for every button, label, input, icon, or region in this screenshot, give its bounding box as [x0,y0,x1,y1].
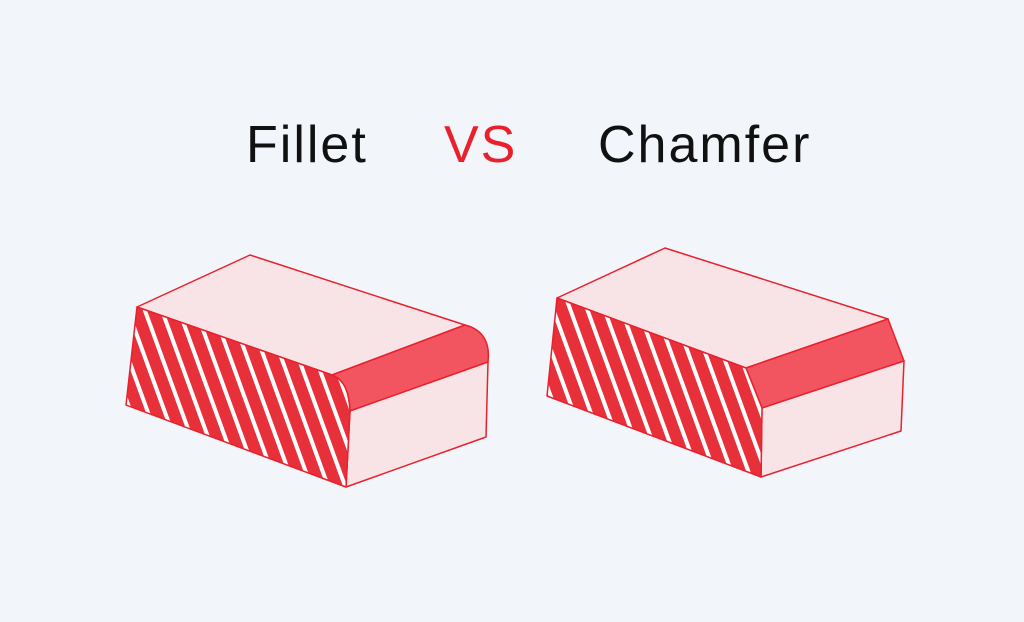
chamfer-title: Chamfer [598,116,812,174]
fillet-block [125,254,490,488]
fillet-title: Fillet [246,116,368,174]
chamfer-hatched-section [546,297,763,478]
fillet-hatched-section [125,306,351,488]
chamfer-block [546,247,905,478]
vs-title: VS [444,116,518,174]
